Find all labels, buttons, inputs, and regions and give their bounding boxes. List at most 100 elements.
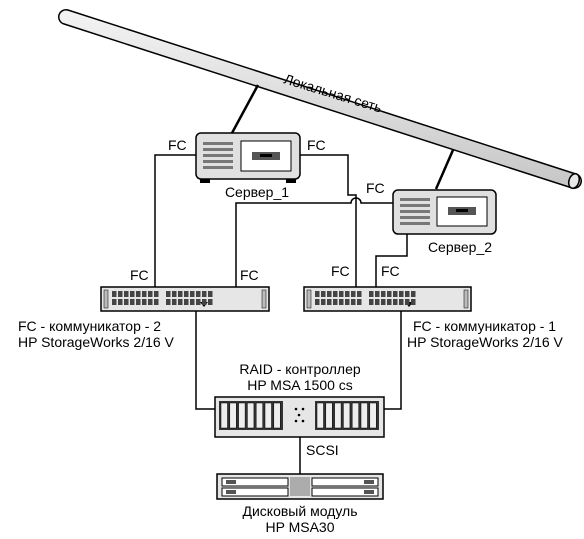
switch-port [202,291,207,297]
switch-port [333,299,338,305]
drive-bay [317,403,324,428]
raid-controller [215,397,384,437]
fc-switch-1 [304,287,471,311]
raid-label-line2: HP MSA 1500 cs [247,377,353,393]
server-2 [393,190,496,234]
switch-port [196,291,201,297]
fc-label-switch2-right: FC [240,267,259,283]
raid-label-line1: RAID - контроллер [239,361,360,377]
drive-bay [265,403,272,428]
switch-port [142,299,147,305]
server-2-label: Сервер_2 [428,239,492,255]
switch-port [369,291,374,297]
switch-port [321,299,326,305]
switch-port [381,291,386,297]
switch-port [375,299,380,305]
switch-2-label-line2: HP StorageWorks 2/16 V [18,334,175,350]
switch-port [345,299,350,305]
drive-bay [274,403,281,428]
switch-port [148,299,153,305]
switch-port [172,299,177,305]
drive-bay [361,403,368,428]
drive-bay [370,403,377,428]
switch-port [184,291,189,297]
switch-1-label-line2: HP StorageWorks 2/16 V [407,334,564,350]
switch-port [118,291,123,297]
drive-bay [230,403,237,428]
switch-port [405,299,410,305]
switch-2-label-line1: FC - коммуникатор - 2 [18,318,161,334]
drive-bay [335,403,342,428]
switch-port [190,291,195,297]
switch-port [166,299,171,305]
switch-port [387,299,392,305]
switch-port [327,291,332,297]
switch-port [405,291,410,297]
switch-port [154,299,159,305]
fc-label-server2-left: FC [366,180,385,196]
server-1 [196,133,300,183]
switch-port [369,299,374,305]
switch-port [130,291,135,297]
disk-module [217,474,383,499]
disk-module-label-line2: HP MSA30 [266,519,335,534]
switch-port [148,291,153,297]
drive-bay [352,403,359,428]
switch-port [124,299,129,305]
lan-cable-server2 [436,150,453,189]
switch-1-label-line1: FC - коммуникатор - 1 [413,318,556,334]
switch-port [357,291,362,297]
scsi-label: SCSI [306,442,339,458]
switch-port [124,291,129,297]
switch-port [327,299,332,305]
drive-bay [326,403,333,428]
fc-switch-2 [101,287,269,311]
switch-port [321,291,326,297]
switch-port [178,291,183,297]
switch-port [411,291,416,297]
switch-port [112,291,117,297]
switch-port [387,291,392,297]
fc-label-switch1-right: FC [381,263,400,279]
drive-bay [343,403,350,428]
switch-port [172,291,177,297]
switch-port [142,291,147,297]
fc-label-switch1-left: FC [331,263,350,279]
switch-port [339,291,344,297]
drive-bay [239,403,246,428]
fc-label-server1-left: FC [168,137,187,153]
switch-port [345,291,350,297]
switch-port [202,299,207,305]
switch-port [351,291,356,297]
switch-port [196,299,201,305]
drive-bay [256,403,263,428]
lan-cable-server1 [232,85,258,133]
switch-port [351,299,356,305]
switch-port [375,291,380,297]
fc-label-switch2-left: FC [130,267,149,283]
disk-module-label-line1: Дисковый модуль [242,503,357,519]
switch-port [399,291,404,297]
switch-port [399,299,404,305]
switch-port [118,299,123,305]
switch-port [393,299,398,305]
drive-bay [221,403,228,428]
switch-port [166,291,171,297]
switch-port [411,299,416,305]
switch-port [112,299,117,305]
switch-port [154,291,159,297]
switch-port [184,299,189,305]
switch-port [130,299,135,305]
server-1-label: Сервер_1 [225,184,289,200]
switch-port [357,299,362,305]
switch-port [208,291,213,297]
switch-port [190,299,195,305]
drive-bay [247,403,254,428]
switch-port [381,299,386,305]
switch-port [136,299,141,305]
switch-port [178,299,183,305]
switch-port [136,291,141,297]
switch-port [315,291,320,297]
switch-port [333,291,338,297]
